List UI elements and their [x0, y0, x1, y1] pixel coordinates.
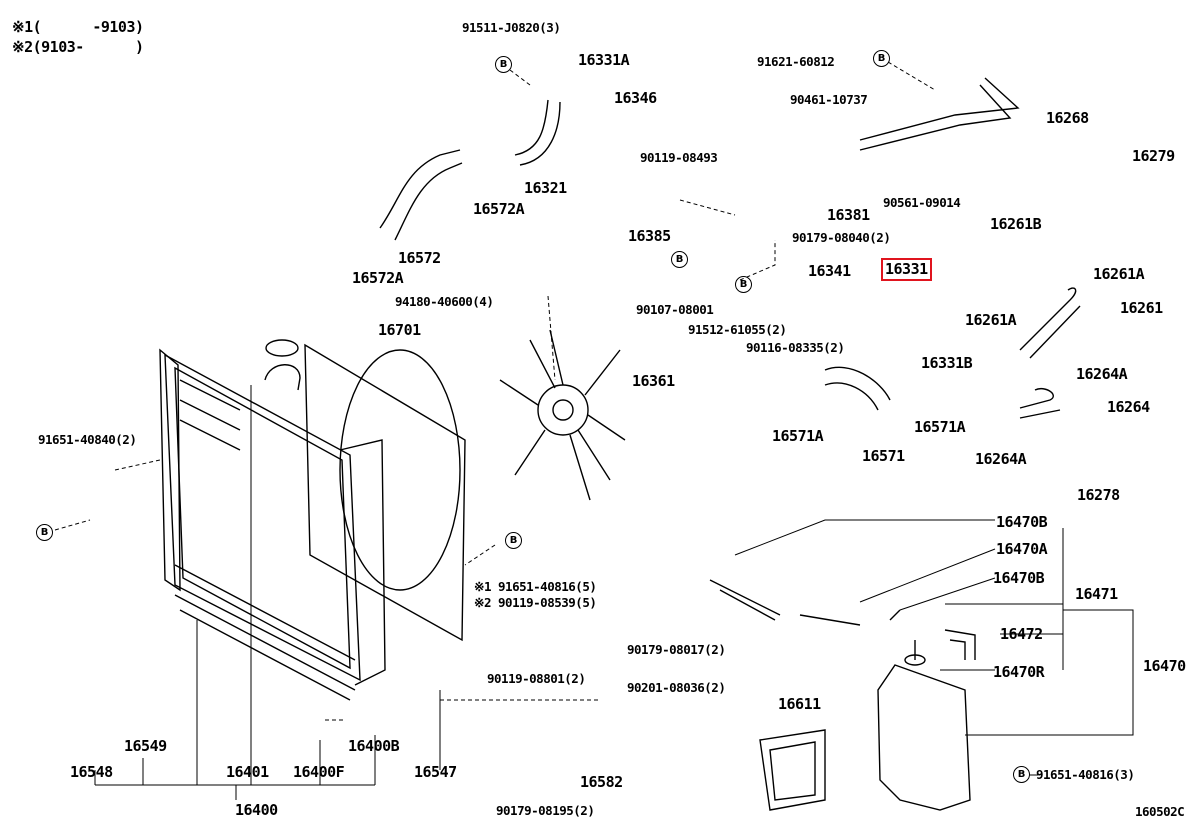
- fan: [499, 329, 626, 501]
- part-label[interactable]: 16331A: [578, 51, 630, 69]
- part-label-highlighted[interactable]: 16331: [881, 258, 932, 281]
- part-label[interactable]: 16582: [580, 773, 623, 791]
- part-label[interactable]: 16361: [632, 372, 675, 390]
- part-label[interactable]: 90119-08801(2): [487, 671, 586, 686]
- part-label[interactable]: 16261A: [965, 311, 1017, 329]
- part-label[interactable]: 16472: [1000, 625, 1043, 643]
- part-label[interactable]: 16400: [235, 801, 278, 819]
- part-label[interactable]: 91512-61055(2): [688, 322, 787, 337]
- part-label[interactable]: ※2 90119-08539(5): [474, 595, 597, 610]
- part-label[interactable]: 16279: [1132, 147, 1175, 165]
- part-label[interactable]: 16341: [808, 262, 851, 280]
- hoses: [379, 77, 1081, 660]
- part-label[interactable]: 16470: [1143, 657, 1186, 675]
- part-label[interactable]: 91651-40816(3): [1036, 767, 1135, 782]
- part-label[interactable]: 16572: [398, 249, 441, 267]
- part-label[interactable]: 16381: [827, 206, 870, 224]
- part-label[interactable]: 160502C: [1135, 804, 1185, 819]
- part-label[interactable]: 90179-08040(2): [792, 230, 891, 245]
- reference-marker-b: B: [671, 251, 688, 268]
- part-label[interactable]: 16261: [1120, 299, 1163, 317]
- part-label[interactable]: 94180-40600(4): [395, 294, 494, 309]
- part-label[interactable]: 16572A: [352, 269, 404, 287]
- part-label[interactable]: 16264A: [1076, 365, 1128, 383]
- part-label[interactable]: 16549: [124, 737, 167, 755]
- reference-marker-b: B: [873, 50, 890, 67]
- part-label[interactable]: 16278: [1077, 486, 1120, 504]
- part-label[interactable]: 16264A: [975, 450, 1027, 468]
- part-label[interactable]: 16471: [1075, 585, 1118, 603]
- part-label[interactable]: 16261A: [1093, 265, 1145, 283]
- leader-lines: [94, 385, 1134, 800]
- part-label[interactable]: 90116-08335(2): [746, 340, 845, 355]
- part-label[interactable]: 16261B: [990, 215, 1042, 233]
- part-label[interactable]: ※1 91651-40816(5): [474, 579, 597, 594]
- part-label[interactable]: 90561-09014: [883, 195, 961, 210]
- note-1: ※1( -9103): [12, 18, 144, 36]
- part-label[interactable]: 16401: [226, 763, 269, 781]
- part-label[interactable]: 91511-J0820(3): [462, 20, 561, 35]
- part-label[interactable]: 90107-08001: [636, 302, 714, 317]
- part-label[interactable]: 16701: [378, 321, 421, 339]
- part-label[interactable]: 16264: [1107, 398, 1150, 416]
- part-label[interactable]: 90179-08017(2): [627, 642, 726, 657]
- part-label[interactable]: 16547: [414, 763, 457, 781]
- reference-marker-b: B: [735, 276, 752, 293]
- part-label[interactable]: 16470B: [996, 513, 1048, 531]
- part-label[interactable]: 91621-60812: [757, 54, 835, 69]
- dashed-lines: [54, 61, 936, 721]
- radiator: [159, 339, 386, 701]
- bracket-16611: [759, 729, 826, 811]
- note-2: ※2(9103- ): [12, 38, 144, 56]
- part-label[interactable]: 16548: [70, 763, 113, 781]
- part-label[interactable]: 16470R: [993, 663, 1045, 681]
- fan-shroud: [304, 343, 466, 642]
- part-label[interactable]: 16400F: [293, 763, 345, 781]
- reference-marker-b: B: [1013, 766, 1030, 783]
- part-label[interactable]: 16571A: [914, 418, 966, 436]
- part-label[interactable]: 16346: [614, 89, 657, 107]
- part-label[interactable]: 90201-08036(2): [627, 680, 726, 695]
- part-label[interactable]: 16321: [524, 179, 567, 197]
- part-label[interactable]: 90119-08493: [640, 150, 718, 165]
- part-label[interactable]: 16571A: [772, 427, 824, 445]
- part-label[interactable]: 16470A: [996, 540, 1048, 558]
- part-label[interactable]: 91651-40840(2): [38, 432, 137, 447]
- part-label[interactable]: 16385: [628, 227, 671, 245]
- part-label[interactable]: 16571: [862, 447, 905, 465]
- part-label[interactable]: 16268: [1046, 109, 1089, 127]
- reference-marker-b: B: [495, 56, 512, 73]
- part-label[interactable]: 16611: [778, 695, 821, 713]
- part-label[interactable]: 90179-08195(2): [496, 803, 595, 818]
- part-label[interactable]: 16400B: [348, 737, 400, 755]
- reservoir-tank: [877, 640, 971, 811]
- reference-marker-b: B: [36, 524, 53, 541]
- part-label[interactable]: 16331B: [921, 354, 973, 372]
- part-label[interactable]: 16470B: [993, 569, 1045, 587]
- reference-marker-b: B: [505, 532, 522, 549]
- part-label[interactable]: 90461-10737: [790, 92, 868, 107]
- part-label[interactable]: 16572A: [473, 200, 525, 218]
